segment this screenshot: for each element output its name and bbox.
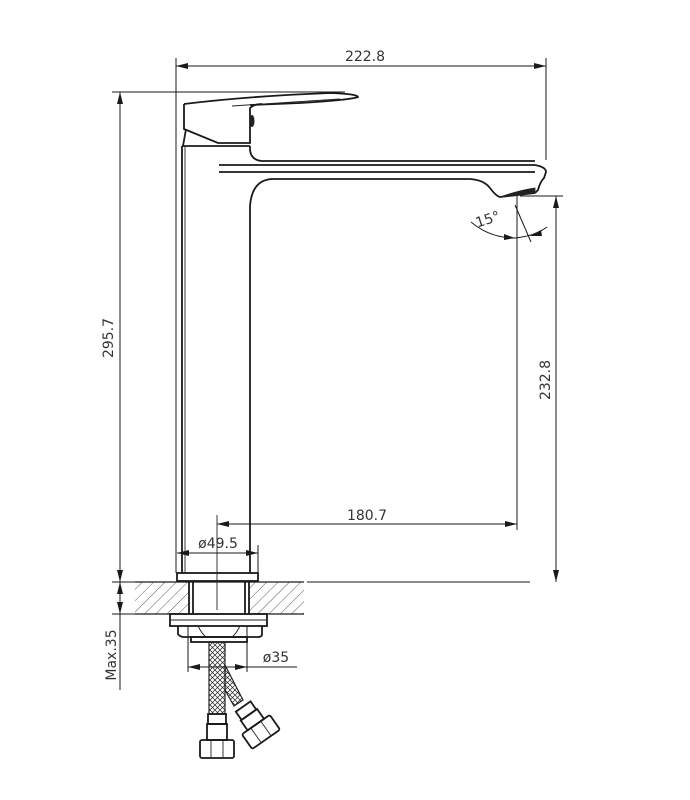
- dim-label-deck-thickness: Max.35: [104, 629, 120, 680]
- flexible-hoses: [199, 641, 281, 759]
- fixing-nut: [169, 613, 268, 643]
- dim-label-overall-width: 222.8: [345, 49, 385, 65]
- dim-label-shank-diameter: ø35: [263, 650, 289, 666]
- dim-shank-diameter: ø35: [187, 626, 297, 672]
- lever-handle: [182, 92, 359, 147]
- countertop: [135, 581, 530, 615]
- faucet-body: [181, 145, 547, 573]
- aerator: [499, 187, 536, 198]
- dim-label-spout-clearance: 232.8: [538, 360, 554, 400]
- dim-overall-width: 222.8: [175, 49, 547, 573]
- dim-label-base-diameter: ø49.5: [198, 536, 238, 552]
- dim-spout-reach: 180.7: [217, 196, 518, 530]
- dim-base-diameter: ø49.5: [177, 536, 259, 573]
- dim-label-overall-height: 295.7: [101, 318, 117, 358]
- dim-label-spray-angle: 15°: [474, 209, 503, 232]
- dim-deck-thickness: Max.35: [104, 572, 135, 690]
- dim-spout-clearance: 232.8: [520, 195, 563, 582]
- mounting-shank: [188, 582, 250, 614]
- dim-overall-height: 295.7: [101, 91, 345, 583]
- base-flange: [176, 572, 259, 582]
- dim-spray-angle: 15°: [470, 196, 548, 245]
- dim-label-spout-reach: 180.7: [347, 508, 387, 524]
